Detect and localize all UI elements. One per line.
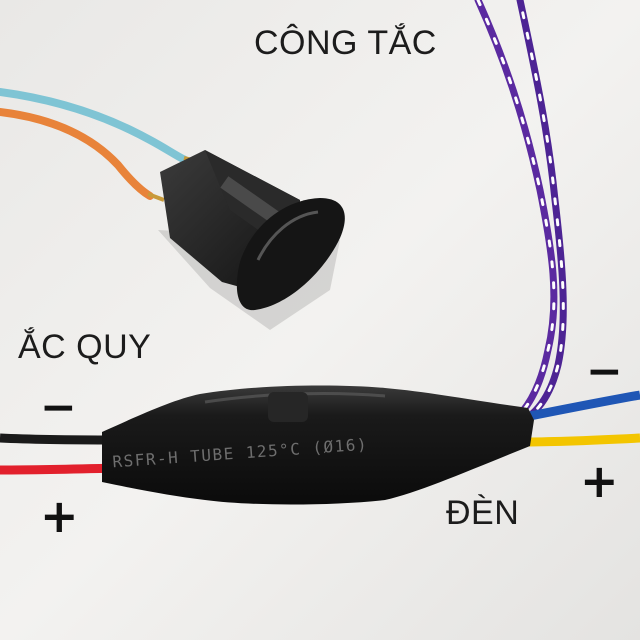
cyan-wire: [0, 88, 189, 164]
switch-label: CÔNG TẮC: [254, 24, 437, 62]
connector-wires: [0, 88, 189, 200]
lamp-wires: [519, 390, 640, 447]
orange-wire: [0, 108, 154, 200]
rocker-highlight: [256, 210, 319, 261]
lamp-blue-wire: [519, 390, 640, 423]
heatshrink-module: RSFR-H TUBE 125°C (Ø16): [102, 385, 534, 505]
battery-black-wire: [0, 433, 119, 445]
battery-label: ẮC QUY: [18, 328, 152, 366]
heatshrink-bump: [268, 392, 308, 422]
pin-2: [147, 192, 165, 202]
lamp-negative-sign: −: [586, 346, 623, 397]
purple-wire-2-stripes: [518, 0, 565, 416]
battery-negative-sign: −: [40, 382, 77, 433]
connector-print: [220, 176, 286, 228]
switch-wires: [474, 0, 567, 418]
lamp-positive-sign: +: [580, 454, 619, 508]
lamp-yellow-wire: [519, 433, 640, 447]
battery-positive-sign: +: [40, 489, 79, 543]
switch-connector: [158, 150, 345, 330]
rocker-cover: [236, 198, 345, 311]
battery-red-wire: [0, 463, 119, 475]
purple-wire-1: [474, 0, 558, 416]
lamp-label: ĐÈN: [446, 494, 520, 532]
heatshrink-tube: [102, 385, 534, 505]
